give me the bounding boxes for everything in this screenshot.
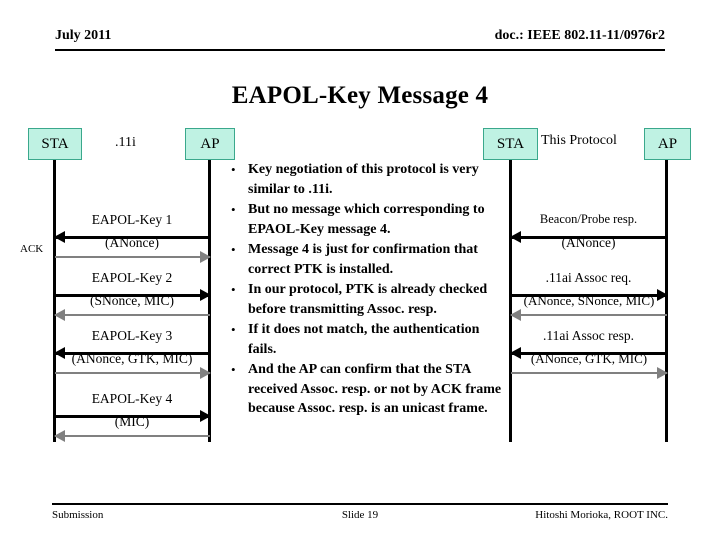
right-message-sublabel: (ANonce, SNonce, MIC) [523, 293, 655, 308]
right-message-arrow [510, 347, 667, 359]
bullet-text: And the AP can confirm that the STA rece… [248, 362, 502, 416]
right-message-arrow [511, 289, 668, 301]
arrow-shaft [511, 236, 667, 239]
left-message-arrow [55, 289, 211, 301]
right-message-label: .11ai Assoc req. [545, 270, 632, 285]
left-ap-lifeline [208, 160, 211, 442]
right-ack-arrow [510, 309, 667, 321]
page-title: EAPOL-Key Message 4 [231, 82, 489, 109]
arrow-head [200, 410, 211, 422]
left-message-sublabel: (MIC) [114, 414, 150, 429]
header-divider [55, 49, 665, 51]
bullet-item: • Message 4 is just for confirmation tha… [228, 240, 508, 279]
bullet-text: In our protocol, PTK is already checked … [248, 282, 488, 317]
left-sta-node[interactable]: STA [28, 128, 82, 160]
footer-submission: Submission [52, 509, 104, 521]
arrow-head [200, 289, 211, 301]
bullet-text: Message 4 is just for confirmation that … [248, 242, 478, 277]
arrow-head [200, 251, 211, 263]
arrow-shaft [511, 352, 667, 355]
bullet-item: • Key negotiation of this protocol is ve… [228, 160, 508, 199]
left-message-label: EAPOL-Key 1 [91, 212, 173, 227]
arrow-shaft [55, 314, 210, 316]
arrow-shaft [55, 352, 210, 355]
arrow-head [54, 347, 65, 359]
arrow-shaft [511, 372, 667, 374]
left-message-sublabel: (ANonce, GTK, MIC) [71, 351, 193, 366]
left-ack-arrow [54, 430, 210, 442]
bullet-item: • And the AP can confirm that the STA re… [228, 360, 508, 419]
bullet-text: But no message which corresponding to EP… [248, 202, 485, 237]
arrow-head [657, 367, 668, 379]
right-message-label: Beacon/Probe resp. [539, 212, 638, 226]
bullet-item: • If it does not match, the authenticati… [228, 320, 508, 359]
arrow-head [200, 367, 211, 379]
right-message-sublabel: (ANonce) [561, 235, 616, 250]
arrow-shaft [511, 314, 667, 316]
left-message-label: EAPOL-Key 4 [91, 391, 173, 406]
right-ap-lifeline [665, 160, 668, 442]
header-date: July 2011 [55, 28, 112, 43]
arrow-shaft [55, 415, 210, 418]
right-message-sublabel: (ANonce, GTK, MIC) [530, 351, 648, 366]
footer-slide-number: Slide 19 [341, 509, 379, 521]
bullet-text: If it does not match, the authentication… [248, 322, 480, 357]
left-message-arrow [54, 347, 210, 359]
arrow-shaft [55, 372, 210, 374]
right-message-arrow [510, 231, 667, 243]
bullet-marker-icon: • [231, 362, 236, 377]
arrow-head [54, 231, 65, 243]
right-sta-node[interactable]: STA [483, 128, 538, 160]
arrow-shaft [511, 294, 667, 297]
left-ack-arrow [54, 309, 210, 321]
right-protocol-label: This Protocol [541, 133, 617, 148]
right-message-label: .11ai Assoc resp. [543, 328, 634, 343]
arrow-shaft [55, 256, 210, 258]
right-ack-arrow [511, 367, 668, 379]
left-message-label: EAPOL-Key 2 [91, 270, 173, 285]
footer-author: Hitoshi Morioka, ROOT INC. [535, 509, 668, 521]
bullet-marker-icon: • [231, 322, 236, 337]
bullet-marker-icon: • [231, 162, 236, 177]
arrow-head [510, 309, 521, 321]
right-sta-lifeline [509, 160, 512, 442]
arrow-shaft [55, 236, 210, 239]
slide-footer: Submission Slide 19 Hitoshi Morioka, ROO… [52, 503, 668, 527]
arrow-head [54, 309, 65, 321]
bullet-marker-icon: • [231, 202, 236, 217]
header-doc-id: doc.: IEEE 802.11-11/0976r2 [494, 28, 665, 43]
left-message-sublabel: (ANonce) [105, 235, 159, 250]
left-protocol-label: .11i [115, 135, 136, 150]
right-ap-node[interactable]: AP [644, 128, 691, 160]
left-message-sublabel: (SNonce, MIC) [90, 293, 174, 308]
arrow-head [510, 231, 521, 243]
bullet-marker-icon: • [231, 242, 236, 257]
arrow-head [657, 289, 668, 301]
slide-header: July 2011 doc.: IEEE 802.11-11/0976r2 [55, 28, 665, 52]
bullet-marker-icon: • [231, 282, 236, 297]
left-message-label: EAPOL-Key 3 [91, 328, 173, 343]
bullet-item: • In our protocol, PTK is already checke… [228, 280, 508, 319]
left-ack-arrow [55, 251, 211, 263]
footer-divider [52, 503, 668, 505]
left-message-arrow [55, 410, 211, 422]
left-ack-arrow [55, 367, 211, 379]
arrow-shaft [55, 294, 210, 297]
left-ack-label: ACK [20, 243, 44, 255]
arrow-head [510, 347, 521, 359]
left-message-arrow [54, 231, 210, 243]
bullet-item: • But no message which corresponding to … [228, 200, 508, 239]
left-ap-node[interactable]: AP [185, 128, 235, 160]
bullet-text: Key negotiation of this protocol is very… [248, 162, 479, 197]
left-sta-lifeline [53, 160, 56, 442]
arrow-shaft [55, 435, 210, 437]
arrow-head [54, 430, 65, 442]
bullet-list: • Key negotiation of this protocol is ve… [228, 160, 508, 420]
